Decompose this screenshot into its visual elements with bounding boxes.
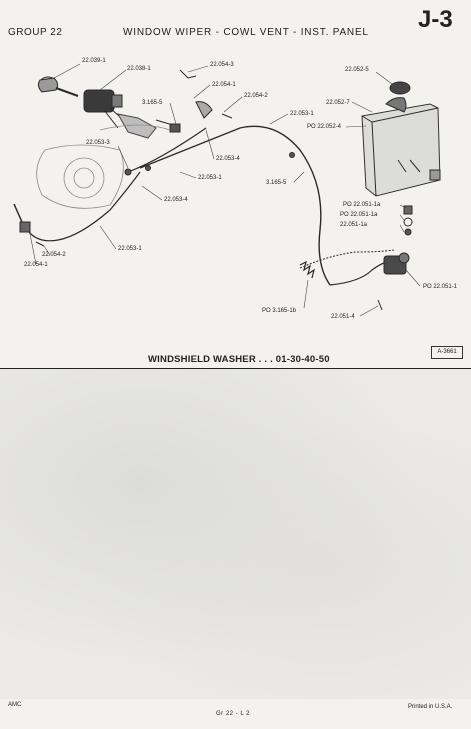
callout-label: 22.051-1a xyxy=(340,222,368,228)
callout-label: 22.054-3 xyxy=(210,62,234,68)
washer-pump xyxy=(377,252,410,311)
reservoir-fasteners xyxy=(403,205,413,236)
figure-reference: A-3661 xyxy=(431,346,463,359)
figure-caption: WINDSHIELD WASHER . . . 01-30-40-50 xyxy=(148,354,330,365)
hose-clip-upper xyxy=(179,69,233,119)
cowl-outline xyxy=(36,124,171,209)
washer-nozzle-left xyxy=(13,203,45,247)
group-heading: GROUP 22 xyxy=(8,27,63,38)
washer-parts-illustration xyxy=(13,63,441,317)
footer-page-ref: Gr 22 - L 2 xyxy=(216,711,250,717)
washer-hose-main xyxy=(139,125,331,286)
callout-label: 22.053-3 xyxy=(86,140,110,146)
footer-publisher: AMC xyxy=(8,702,22,708)
washer-hose-left xyxy=(25,171,141,242)
callout-label: 22.038-1 xyxy=(127,66,151,72)
callout-label: PO 22.051-1a xyxy=(343,202,381,208)
callout-label: 22.053-1 xyxy=(198,175,222,181)
callout-label: PO 22.052-4 xyxy=(307,124,342,130)
callout-label: 22.053-1 xyxy=(118,246,142,252)
callout-label: 22.053-1 xyxy=(290,111,314,117)
leader-lines xyxy=(29,63,421,317)
section-title: WINDOW WIPER - COWL VENT - INST. PANEL xyxy=(123,27,369,38)
callout-label: 22.054-2 xyxy=(42,252,66,258)
callout-label: PO 22.051-1a xyxy=(340,212,378,218)
callout-label: 22.054-1 xyxy=(24,262,48,268)
callout-label: 22.053-4 xyxy=(164,197,188,203)
callout-label: 22.051-4 xyxy=(331,314,355,320)
callout-label: 22.039-1 xyxy=(82,58,106,64)
page-code: J-3 xyxy=(418,6,453,33)
callout-label: 3.165-5 xyxy=(266,180,287,186)
callout-label: 22.054-2 xyxy=(244,93,268,99)
washer-switch xyxy=(83,89,181,139)
hose-grommet xyxy=(299,260,315,279)
footer-printed: Printed in U.S.A. xyxy=(408,704,453,710)
callout-label: PO 22.051-1 xyxy=(423,284,458,290)
blank-area xyxy=(0,369,471,699)
callout-label: 22.052-7 xyxy=(326,100,350,106)
washer-wire xyxy=(299,249,395,269)
divider-line xyxy=(0,368,471,369)
callout-label: 22.054-1 xyxy=(212,82,236,88)
washer-reservoir xyxy=(361,81,441,197)
callout-label: 22.052-5 xyxy=(345,67,369,73)
callout-label: PO 3.165-1b xyxy=(262,308,297,314)
callout-label: 22.053-4 xyxy=(216,156,240,162)
callout-label: 3.165-5 xyxy=(142,100,163,106)
washer-hose-branch xyxy=(127,127,207,173)
washer-knob xyxy=(37,76,79,97)
